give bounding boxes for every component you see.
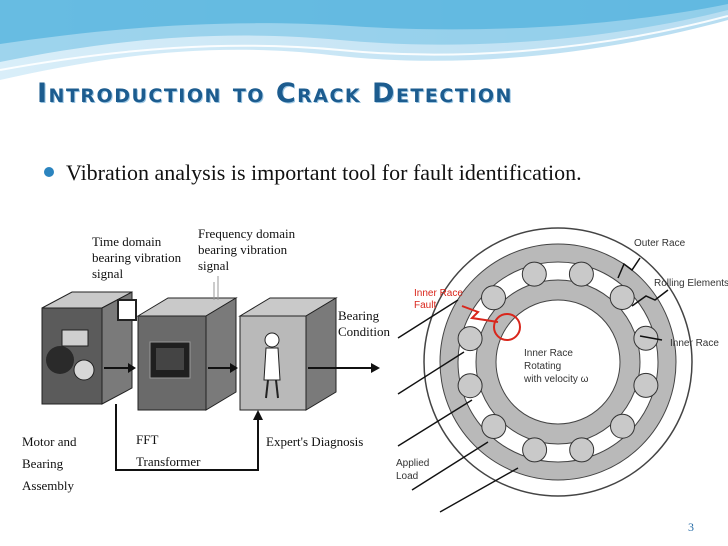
rolling-element-ball (569, 437, 595, 463)
rolling-element-ball (633, 325, 659, 351)
label-inner-race-fault: Inner Race Fault (414, 288, 466, 311)
rolling-element-ball (521, 261, 547, 287)
label-motor-bearing-assembly: Motor and Bearing Assembly (22, 434, 80, 493)
block-diagram: Time domain bearing vibration signal Fre… (22, 226, 391, 493)
slide-title: Introduction to Crack Detection (37, 78, 513, 109)
label-applied-load: Applied Load (396, 458, 432, 482)
label-rolling-elements: Rolling Elements (654, 278, 728, 289)
rolling-element-ball (481, 414, 507, 439)
label-frequency-domain: Frequency domain bearing vibration signa… (198, 226, 298, 273)
figure: Time domain bearing vibration signal Fre… (22, 226, 728, 513)
rolling-element-ball (609, 285, 635, 310)
page-number: 3 (688, 520, 694, 534)
label-fft-transformer: FFT Transformer (136, 432, 201, 469)
bullet-dot-icon (44, 167, 54, 177)
motor-box (41, 291, 133, 405)
rolling-element-ball (481, 285, 506, 311)
fft-box (136, 297, 238, 411)
label-outer-race: Outer Race (634, 238, 686, 249)
bullet-text: Vibration analysis is important tool for… (66, 160, 582, 185)
label-experts-diagnosis: Expert's Diagnosis (266, 434, 363, 449)
label-inner-race: Inner Race (670, 338, 719, 349)
rolling-element-ball (457, 373, 483, 399)
expert-box (238, 297, 338, 411)
header-wave-decoration (0, 0, 728, 80)
rolling-element-ball (633, 372, 659, 398)
rolling-element-ball (457, 326, 483, 352)
rolling-element-ball (522, 437, 548, 463)
rolling-elements (457, 261, 659, 463)
bearing-diagram: Outer Race Rolling Elements Inner Race I… (396, 227, 728, 513)
rolling-element-ball (568, 261, 594, 287)
label-inner-race-rotating: Inner Race Rotating with velocity ω (523, 348, 589, 385)
label-bearing-condition: Bearing Condition (338, 308, 391, 339)
label-time-domain: Time domain bearing vibration signal (92, 234, 184, 281)
rolling-element-ball (610, 413, 635, 439)
